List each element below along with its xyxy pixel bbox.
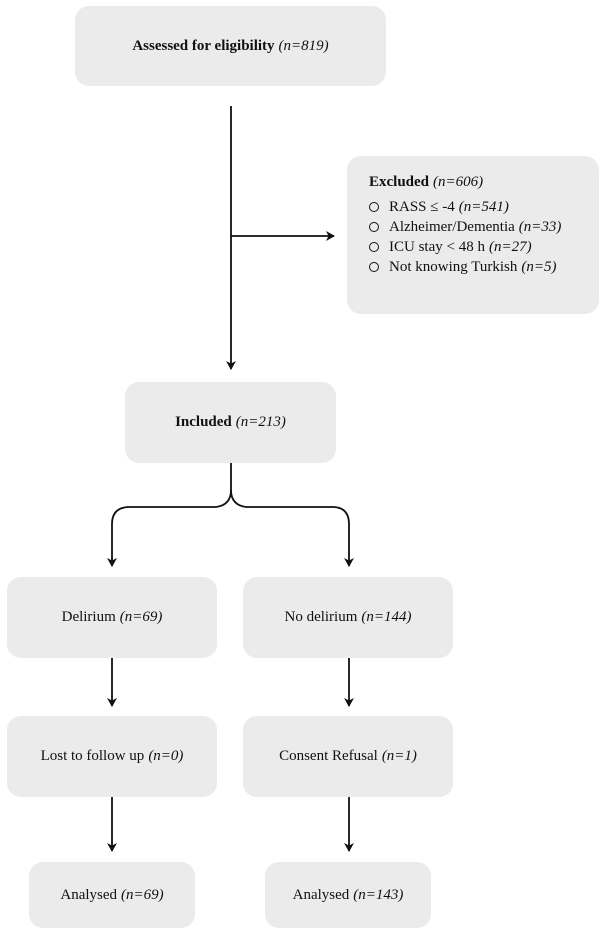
- analysed-left-label: Analysed: [60, 886, 118, 903]
- assessed-count: (n=819): [278, 37, 329, 54]
- bullet-icon: [369, 202, 379, 212]
- consent-refusal-box: Consent Refusal (n=1): [243, 716, 453, 797]
- analysed-right-label: Analysed: [292, 886, 350, 903]
- no-delirium-count: (n=144): [361, 609, 412, 625]
- refusal-label: Consent Refusal: [279, 748, 378, 764]
- no-delirium-label: No delirium: [284, 609, 358, 625]
- bullet-icon: [369, 242, 379, 252]
- analysed-left-count: (n=69): [121, 886, 164, 903]
- lost-count: (n=0): [148, 748, 184, 764]
- assessed-label: Assessed for eligibility: [132, 37, 275, 54]
- exclusion-reason: Not knowing Turkish(n=5): [369, 257, 599, 277]
- reason-label: Not knowing Turkish: [389, 258, 518, 275]
- excluded-label: Excluded: [369, 174, 430, 190]
- reason-label: RASS ≤ -4: [389, 198, 455, 215]
- delirium-label: Delirium: [61, 609, 116, 625]
- included-box: Included (n=213): [125, 382, 336, 463]
- analysed-left-box: Analysed (n=69): [29, 862, 195, 928]
- excluded-box: Excluded(n=606) RASS ≤ -4(n=541) Alzheim…: [347, 156, 599, 314]
- delirium-count: (n=69): [119, 609, 163, 625]
- delirium-box: Delirium (n=69): [7, 577, 217, 658]
- reason-label: Alzheimer/Dementia: [389, 218, 515, 235]
- exclusion-reasons: RASS ≤ -4(n=541) Alzheimer/Dementia(n=33…: [369, 197, 599, 277]
- included-label: Included: [175, 414, 232, 430]
- excluded-count: (n=606): [433, 174, 484, 190]
- brace-split-right: [230, 489, 354, 567]
- exclusion-reason: ICU stay < 48 h(n=27): [369, 237, 599, 257]
- bullet-icon: [369, 262, 379, 272]
- reason-count: (n=27): [488, 238, 532, 255]
- lost-label: Lost to follow up: [40, 748, 145, 764]
- brace-split: [107, 463, 232, 567]
- reason-label: ICU stay < 48 h: [389, 238, 485, 255]
- lost-to-follow-up-box: Lost to follow up (n=0): [7, 716, 217, 797]
- bullet-icon: [369, 222, 379, 232]
- reason-count: (n=33): [518, 218, 562, 235]
- exclusion-reason: Alzheimer/Dementia(n=33): [369, 217, 599, 237]
- refusal-count: (n=1): [381, 748, 417, 764]
- assessed-box: Assessed for eligibility (n=819): [75, 6, 386, 86]
- included-count: (n=213): [235, 414, 286, 430]
- analysed-right-count: (n=143): [353, 886, 404, 903]
- analysed-right-box: Analysed (n=143): [265, 862, 431, 928]
- exclusion-reason: RASS ≤ -4(n=541): [369, 197, 599, 217]
- reason-count: (n=5): [521, 258, 557, 275]
- no-delirium-box: No delirium (n=144): [243, 577, 453, 658]
- reason-count: (n=541): [458, 198, 509, 215]
